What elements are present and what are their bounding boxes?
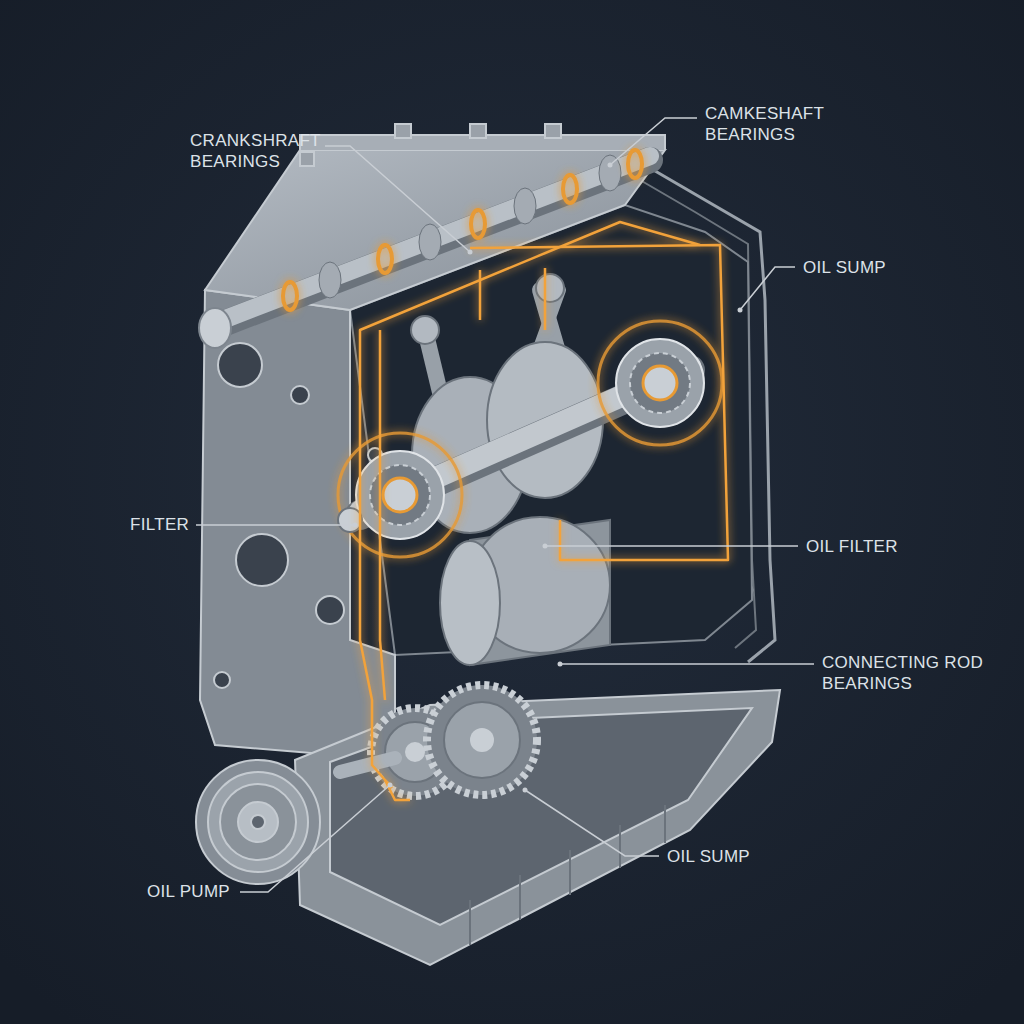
oil-passage-part [385,780,410,800]
part-label: FILTER [130,514,189,535]
connecting-rod-part [536,274,564,302]
camshaft-part [599,155,621,191]
leader-line-part [545,545,798,547]
cylinder-head-part [545,124,561,138]
oil-pump-gear-part [470,728,494,752]
oil-passage-part [470,245,728,560]
engine-block-part [316,596,344,624]
oil-pump-gear-part [340,758,395,772]
crankshaft-bearing-part [630,353,690,413]
oil-passage-part [360,222,700,788]
oil-pan-part-part [519,875,521,920]
oil-passage-part [380,330,385,700]
leader-dot-part [608,163,613,168]
crankshaft-bearing-part [383,478,417,512]
crank-pulley-part [196,760,320,884]
engine-block-part [236,534,288,586]
oil-filter-canister [440,517,610,665]
part-label: CRANKSHRAFT BEARINGS [190,130,340,173]
cylinder-head-part [470,124,486,138]
leader-dot-part [353,523,358,528]
camshaft [199,150,650,348]
part-label: OIL FILTER [806,536,898,557]
crank-pulley-part [220,784,296,860]
leader-line-part [560,663,814,665]
leader-line-part [240,785,390,892]
leader-dot-part [738,308,743,313]
camshaft-bearing-part [283,282,297,310]
leader-dot-part [558,662,563,667]
crank-pulley-part [251,815,265,829]
part-label: CAMKESHAFT BEARINGS [705,103,845,146]
oil-pump-gear-part [427,685,537,795]
oil-passage-part [544,268,547,330]
leader-line [196,118,814,892]
part-label: OIL SUMP [803,257,886,278]
oil-pan-part [470,805,665,945]
leader-line-part [196,524,355,526]
crankshaft-part [338,508,362,532]
cylinder-head-part [300,152,314,166]
leader-line-part [525,790,659,856]
crank-pulley-part [208,772,308,872]
camshaft-bearing-part [378,245,392,273]
oil-pump-gear-part [444,702,520,778]
oil-filter-canister-part [440,541,500,665]
leader-dot-part [523,788,528,793]
leader-dot-part [543,544,548,549]
part-label: OIL SUMP [667,846,750,867]
oil-pan-part-part [569,850,571,895]
leader-line-part [740,267,795,310]
crankshaft-bearing-part [338,433,462,557]
oil-passage [360,222,728,800]
camshaft-part [419,224,441,260]
connecting-rod-part [411,316,439,344]
leader-dot-part [468,250,473,255]
oil-passage-part [479,270,482,320]
engine-block-part [218,343,262,387]
leader-line-part [610,118,697,165]
oil-pan-part [330,708,752,925]
crankshaft-bearing-part [598,321,722,445]
camshaft-bearing-part [471,210,485,238]
engine-block-part [291,386,309,404]
camshaft-bearing-part [563,175,577,203]
oil-pump-gear [340,685,537,796]
engine-block-part [214,672,230,688]
crankshaft-bearing-part [356,451,444,539]
part-label: CONNECTING ROD BEARINGS [822,652,997,695]
camshaft-part [514,188,536,224]
crank-pulley [196,760,320,884]
oil-pan-part-part [619,825,621,868]
crankshaft-bearing-part [616,339,704,427]
cylinder-head-part [395,124,411,138]
camshaft-part [220,156,650,321]
oil-pan-part-part [664,805,666,843]
leader-dot-part [388,783,393,788]
camshaft-part [199,308,231,348]
crank-pulley-part [238,802,278,842]
leader-dot [353,163,743,793]
part-label: OIL PUMP [147,881,230,902]
oil-pan-part-part [469,900,471,945]
oil-pump-gear-part [405,742,425,762]
leader-line-part [325,146,470,252]
camshaft-bearing-part [628,150,642,178]
camshaft-part [319,262,341,298]
cylinder-head [205,124,665,310]
crankshaft-bearing-part [643,366,677,400]
camshaft-bearing [283,150,642,310]
